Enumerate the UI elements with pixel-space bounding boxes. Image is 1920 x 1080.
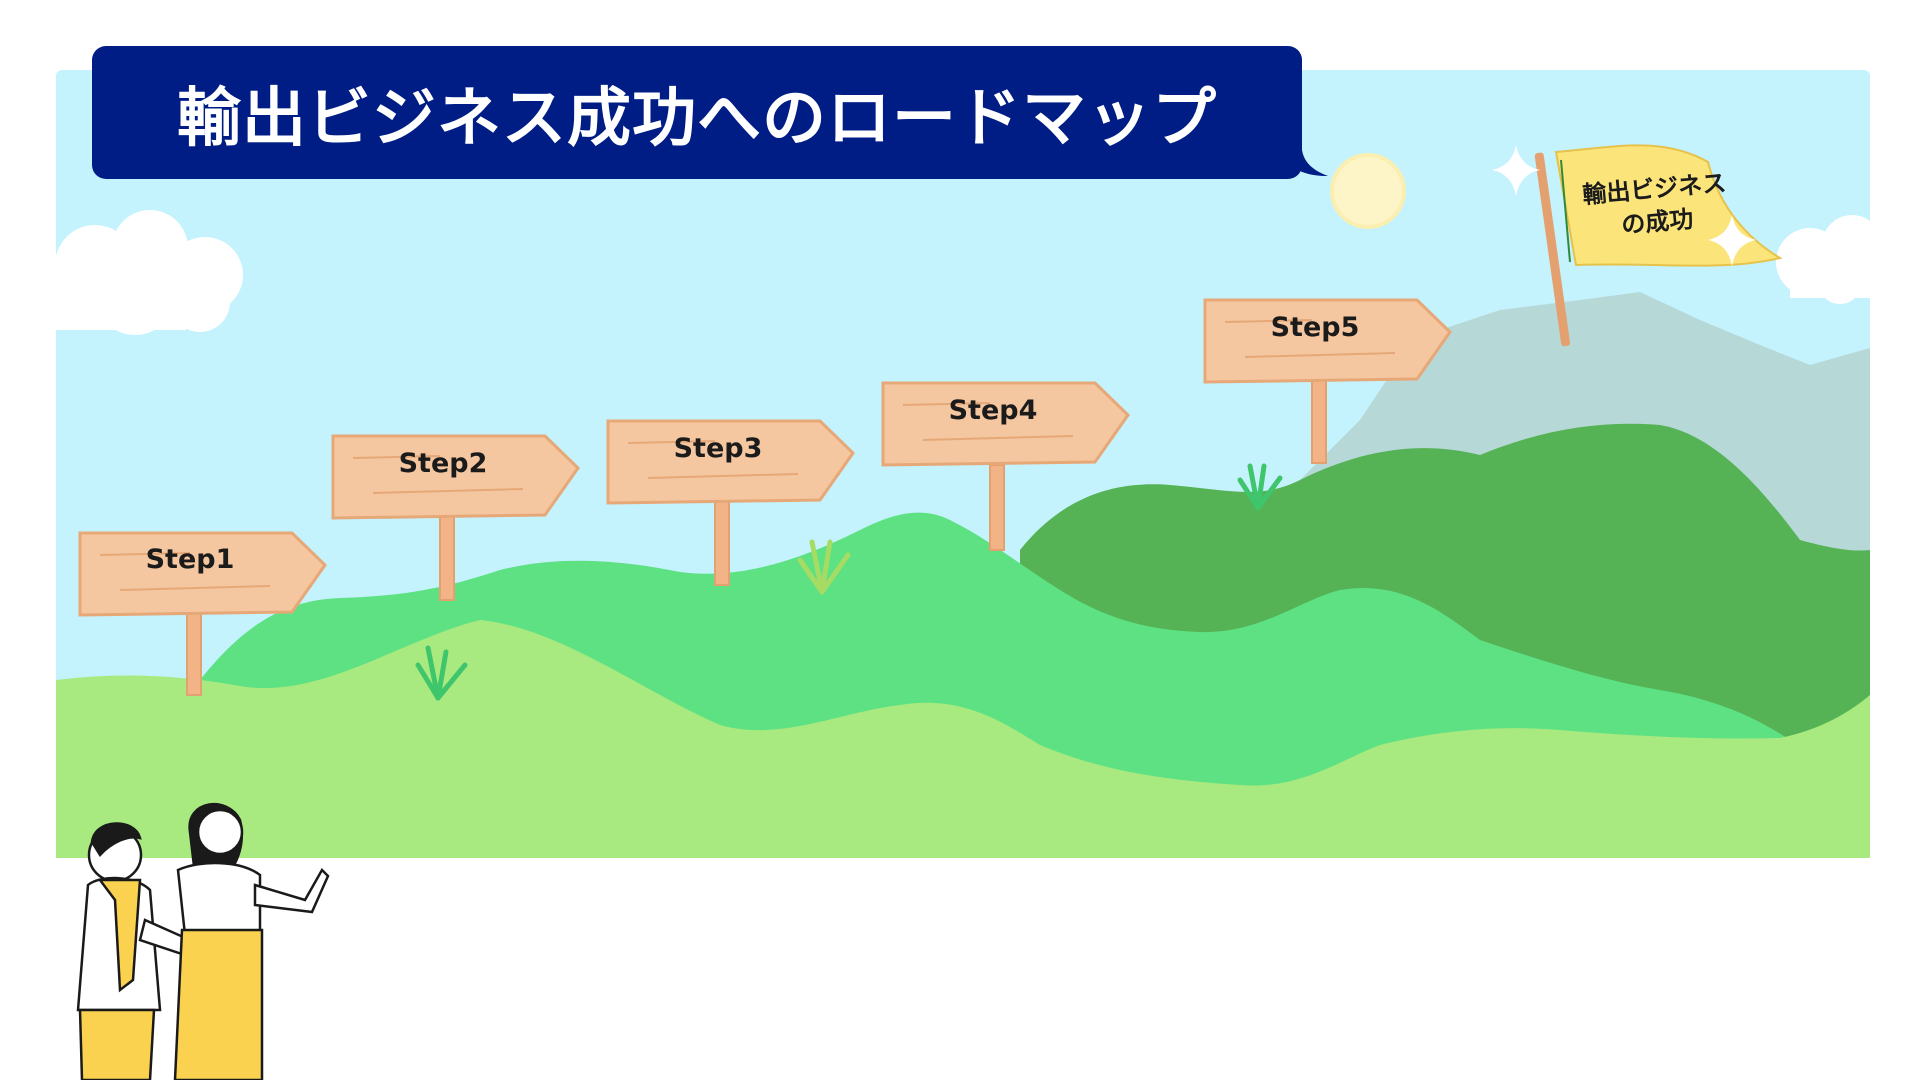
- step-sign-4: Step4: [881, 381, 1130, 551]
- step-sign-3: Step3: [606, 419, 855, 586]
- flag-text-line2: の成功: [1620, 205, 1694, 239]
- step-label-3: Step3: [674, 433, 763, 464]
- sun-icon: [1330, 153, 1406, 229]
- page-title: 輸出ビジネス成功へのロードマップ: [177, 81, 1217, 156]
- person-woman: [173, 802, 330, 1080]
- banner-tail: [1290, 150, 1328, 176]
- cloud-icon: [1776, 215, 1882, 304]
- foreground-grass: [56, 620, 1870, 858]
- person-man: [76, 822, 192, 1080]
- title-banner: 輸出ビジネス成功へのロードマップ: [92, 46, 1302, 179]
- step-sign-2: Step2: [331, 434, 580, 601]
- sparkle-icon: [1708, 215, 1756, 266]
- step-label-1: Step1: [146, 544, 235, 575]
- step-label-2: Step2: [399, 448, 488, 479]
- grass-tuft-icon: [1237, 463, 1283, 511]
- grass-tuft-icon: [415, 645, 468, 701]
- cloud-icon: [55, 210, 243, 335]
- step-sign-1: Step1: [78, 531, 327, 696]
- step-label-4: Step4: [949, 395, 1038, 426]
- step-label-5: Step5: [1271, 312, 1360, 343]
- grass-tuft-icon: [797, 539, 851, 595]
- step-sign-5: Step5: [1203, 298, 1452, 464]
- sparkle-icon: [1492, 145, 1540, 196]
